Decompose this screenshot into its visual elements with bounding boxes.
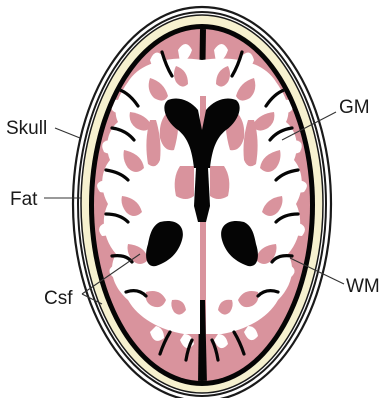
csf-label: Csf	[44, 288, 73, 309]
thalamus-left	[175, 166, 194, 199]
third-ventricle	[194, 168, 210, 222]
skull-leader	[55, 128, 80, 138]
skull-label: Skull	[6, 118, 47, 139]
wm-label: WM	[346, 276, 380, 297]
gm-label: GM	[339, 97, 370, 118]
thalamus-right	[210, 166, 229, 199]
fat-label: Fat	[10, 189, 38, 210]
